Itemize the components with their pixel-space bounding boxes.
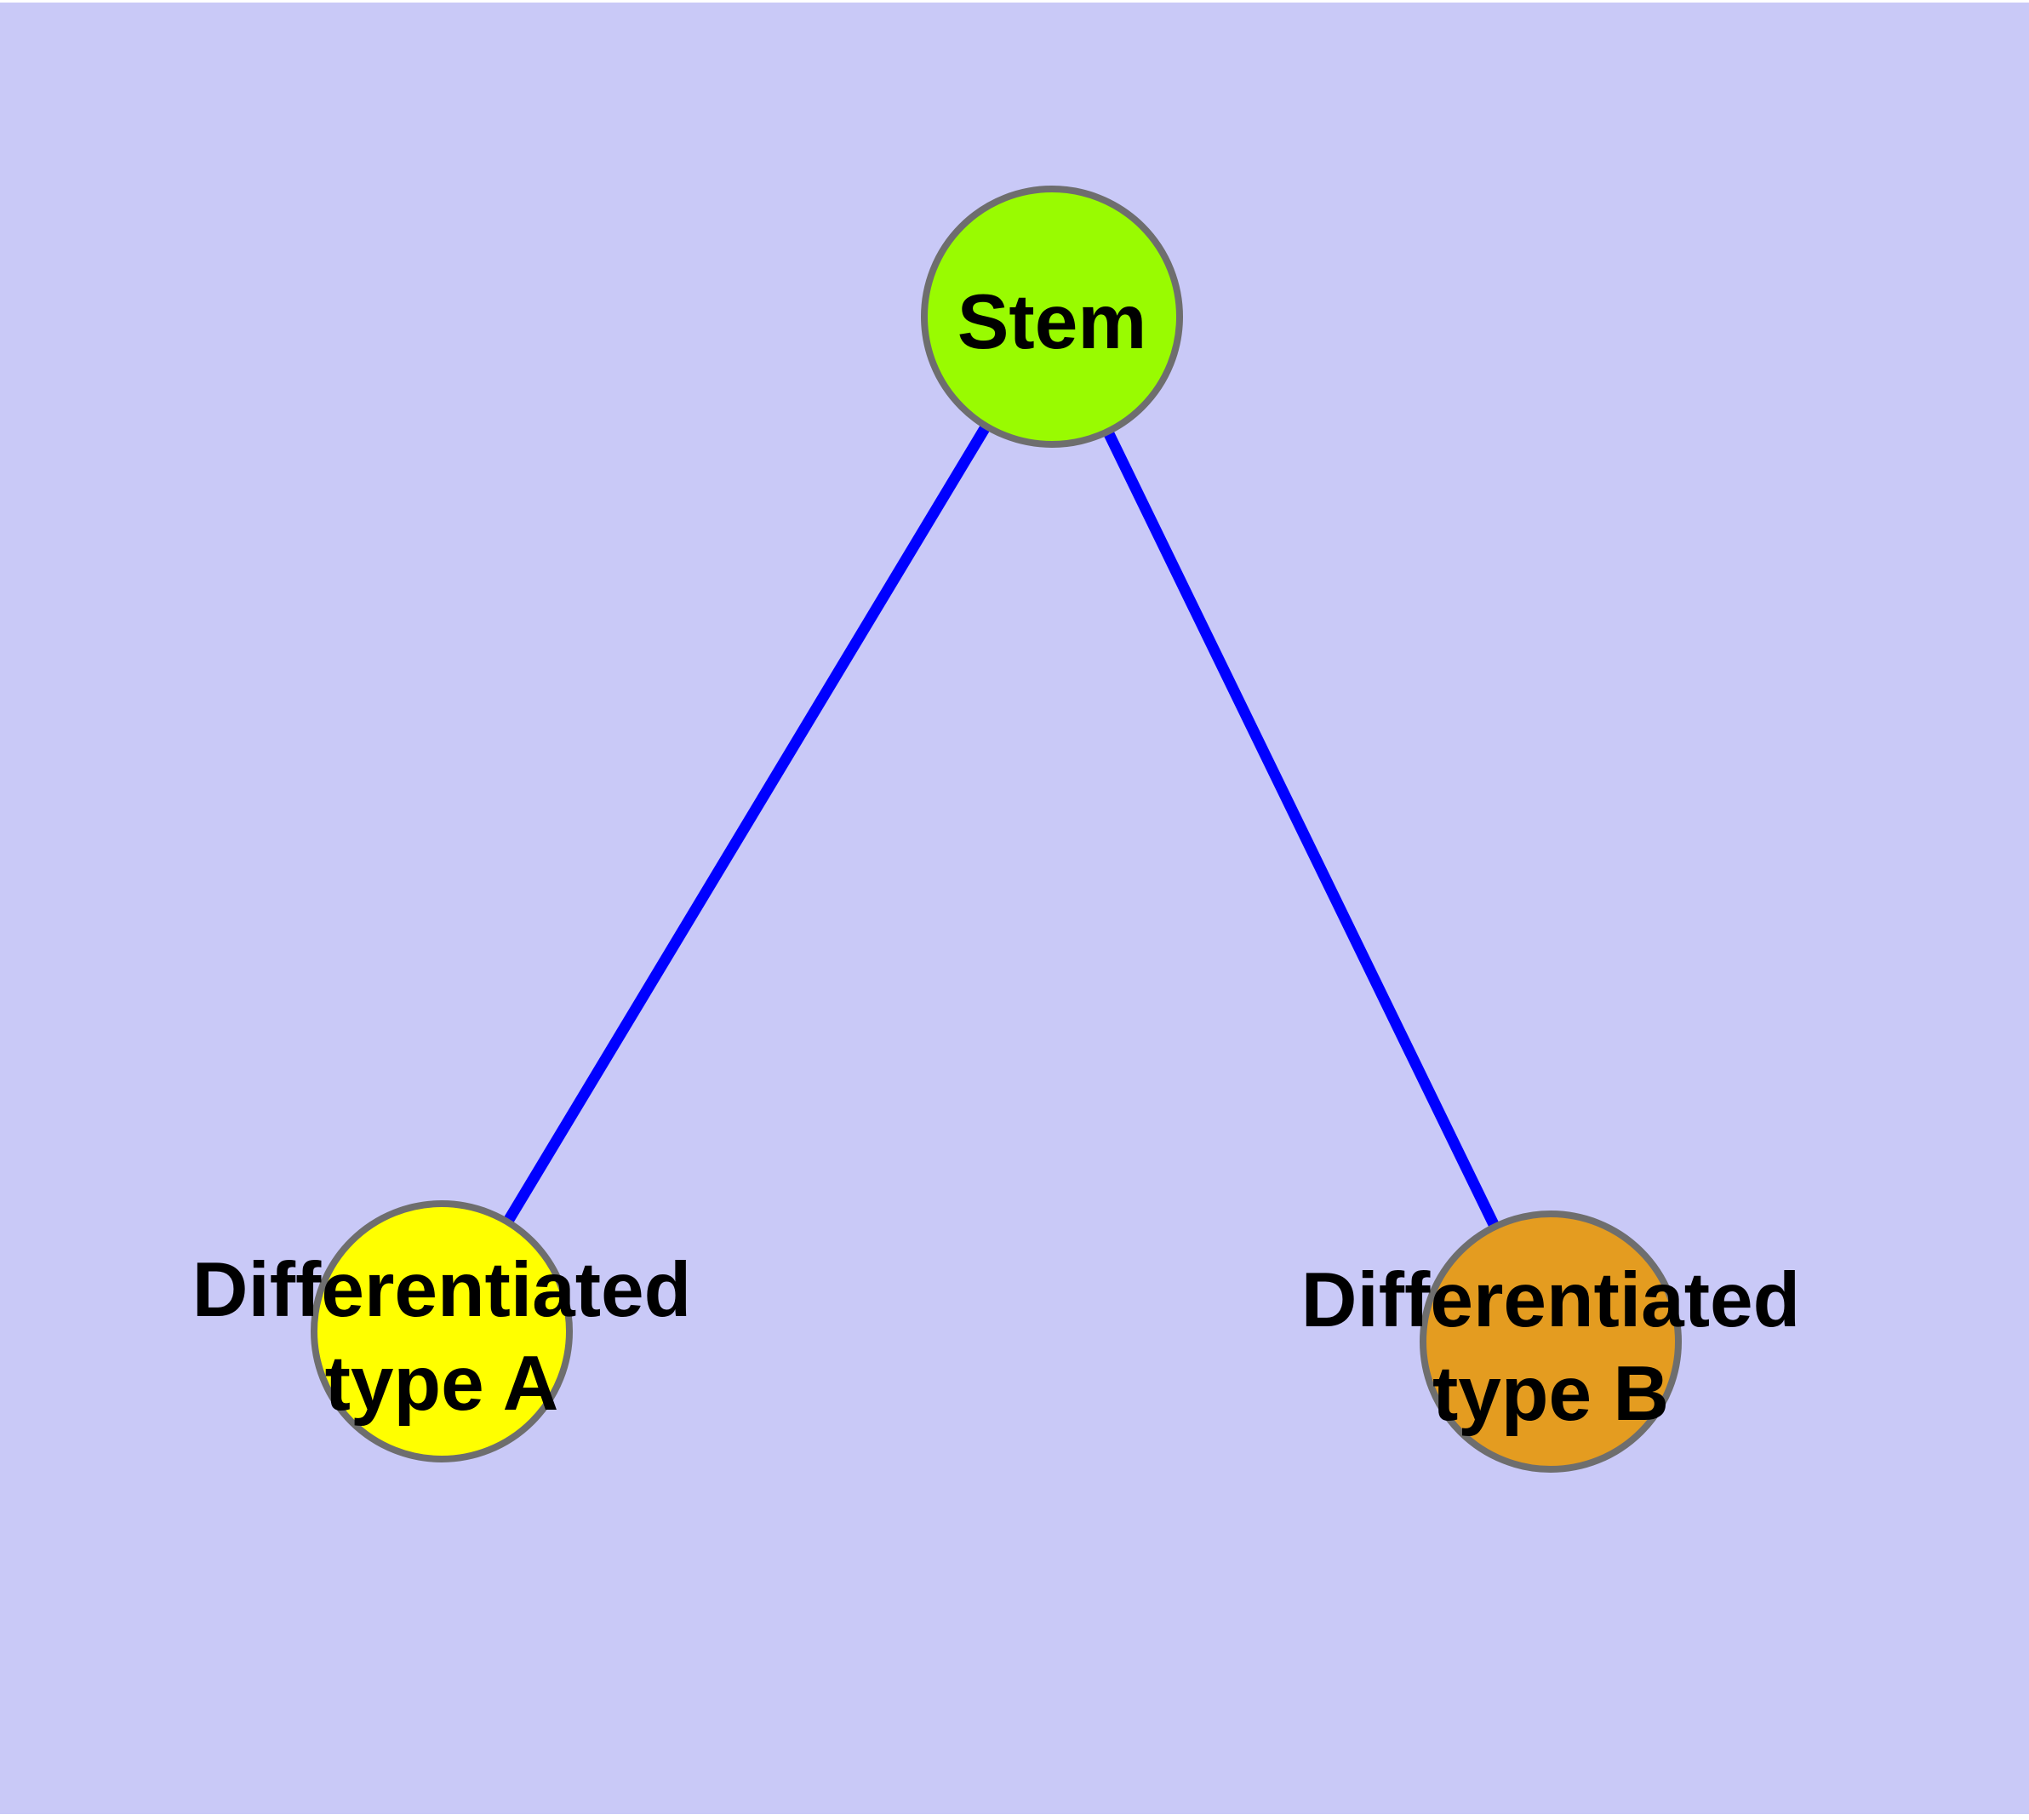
nodes-layer bbox=[311, 186, 1682, 1473]
node-stem-circle bbox=[921, 186, 1183, 448]
edge-stem-to-diff-a bbox=[437, 313, 1057, 1335]
node-diff-b-circle bbox=[1420, 1210, 1682, 1473]
node-diff-b-label-line-1: Differentiated bbox=[1301, 1257, 1801, 1343]
node-diff-a-circle bbox=[311, 1200, 573, 1462]
node-stem-label-line-1: Stem bbox=[957, 279, 1147, 365]
node-diff-a-label-line-1: Differentiated bbox=[192, 1247, 692, 1333]
node-diff-b-label-line-2: type B bbox=[1432, 1351, 1669, 1437]
edges-layer bbox=[437, 313, 1556, 1344]
edge-stem-to-diff-b bbox=[1047, 314, 1556, 1344]
node-stem-label: Stem bbox=[957, 279, 1147, 365]
node-diff-a-label-line-2: type A bbox=[325, 1341, 559, 1427]
